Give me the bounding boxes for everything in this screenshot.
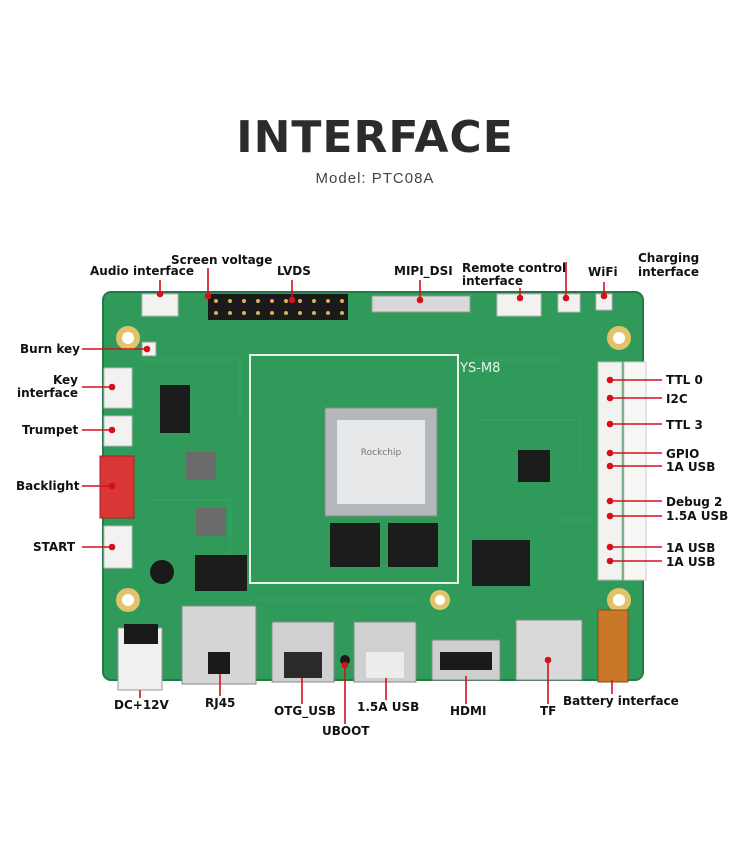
battery-connector xyxy=(597,609,629,683)
label-1a-usb-3: 1A USB xyxy=(666,555,716,569)
label-remote-control: Remote control interface xyxy=(462,261,567,288)
label-debug2: Debug 2 xyxy=(666,495,723,509)
label-i2c: I2C xyxy=(666,392,688,406)
label-1a-usb-1: 1A USB xyxy=(666,460,716,474)
label-tf: TF xyxy=(540,704,557,718)
label-ttl3: TTL 3 xyxy=(666,418,703,432)
label-1a-usb-2: 1A USB xyxy=(666,541,716,555)
model-subtitle: Model: PTC08A xyxy=(315,170,435,187)
remote-connector xyxy=(496,293,542,317)
lvds-header xyxy=(208,294,348,320)
rj45-port xyxy=(181,605,257,685)
label-lvds: LVDS xyxy=(277,264,311,278)
soc-brand: Rockchip xyxy=(361,448,402,458)
mounting-holes xyxy=(116,326,631,612)
label-trumpet: Trumpet xyxy=(22,423,79,437)
label-battery-interface: Battery interface xyxy=(563,694,679,708)
label-charging: Charging interface xyxy=(638,251,700,279)
core-module xyxy=(249,354,459,584)
board-silkscreen: YS-M8 xyxy=(459,361,500,376)
key-connector xyxy=(103,367,133,409)
label-hdmi: HDMI xyxy=(450,704,487,718)
label-gpio: GPIO xyxy=(666,447,700,461)
trumpet-connector xyxy=(103,415,133,447)
label-key-interface: Key interface xyxy=(16,373,78,400)
label-backlight: Backlight xyxy=(16,479,80,493)
label-start: START xyxy=(33,540,76,554)
mipi-connector xyxy=(371,295,471,313)
label-1-5a-usb-2: 1.5A USB xyxy=(357,700,420,714)
label-ttl0: TTL 0 xyxy=(666,373,703,387)
label-wifi: WiFi xyxy=(588,265,618,279)
label-otg-usb: OTG_USB xyxy=(274,704,336,718)
label-screen-voltage: Screen voltage xyxy=(171,253,273,267)
label-rj45: RJ45 xyxy=(205,696,236,710)
label-1-5a-usb-1: 1.5A USB xyxy=(666,509,729,523)
backlight-connector xyxy=(99,455,135,519)
label-mipi-dsi: MIPI_DSI xyxy=(394,264,453,278)
page-title: INTERFACE xyxy=(236,112,514,163)
tf-slot xyxy=(515,619,583,681)
label-dc-12v: DC+12V xyxy=(114,698,169,712)
label-uboot: UBOOT xyxy=(322,724,370,738)
label-audio-interface: Audio interface xyxy=(90,264,194,278)
label-burn-key: Burn key xyxy=(20,342,80,356)
uboot-button xyxy=(340,655,350,665)
pointer-lines xyxy=(82,262,662,724)
